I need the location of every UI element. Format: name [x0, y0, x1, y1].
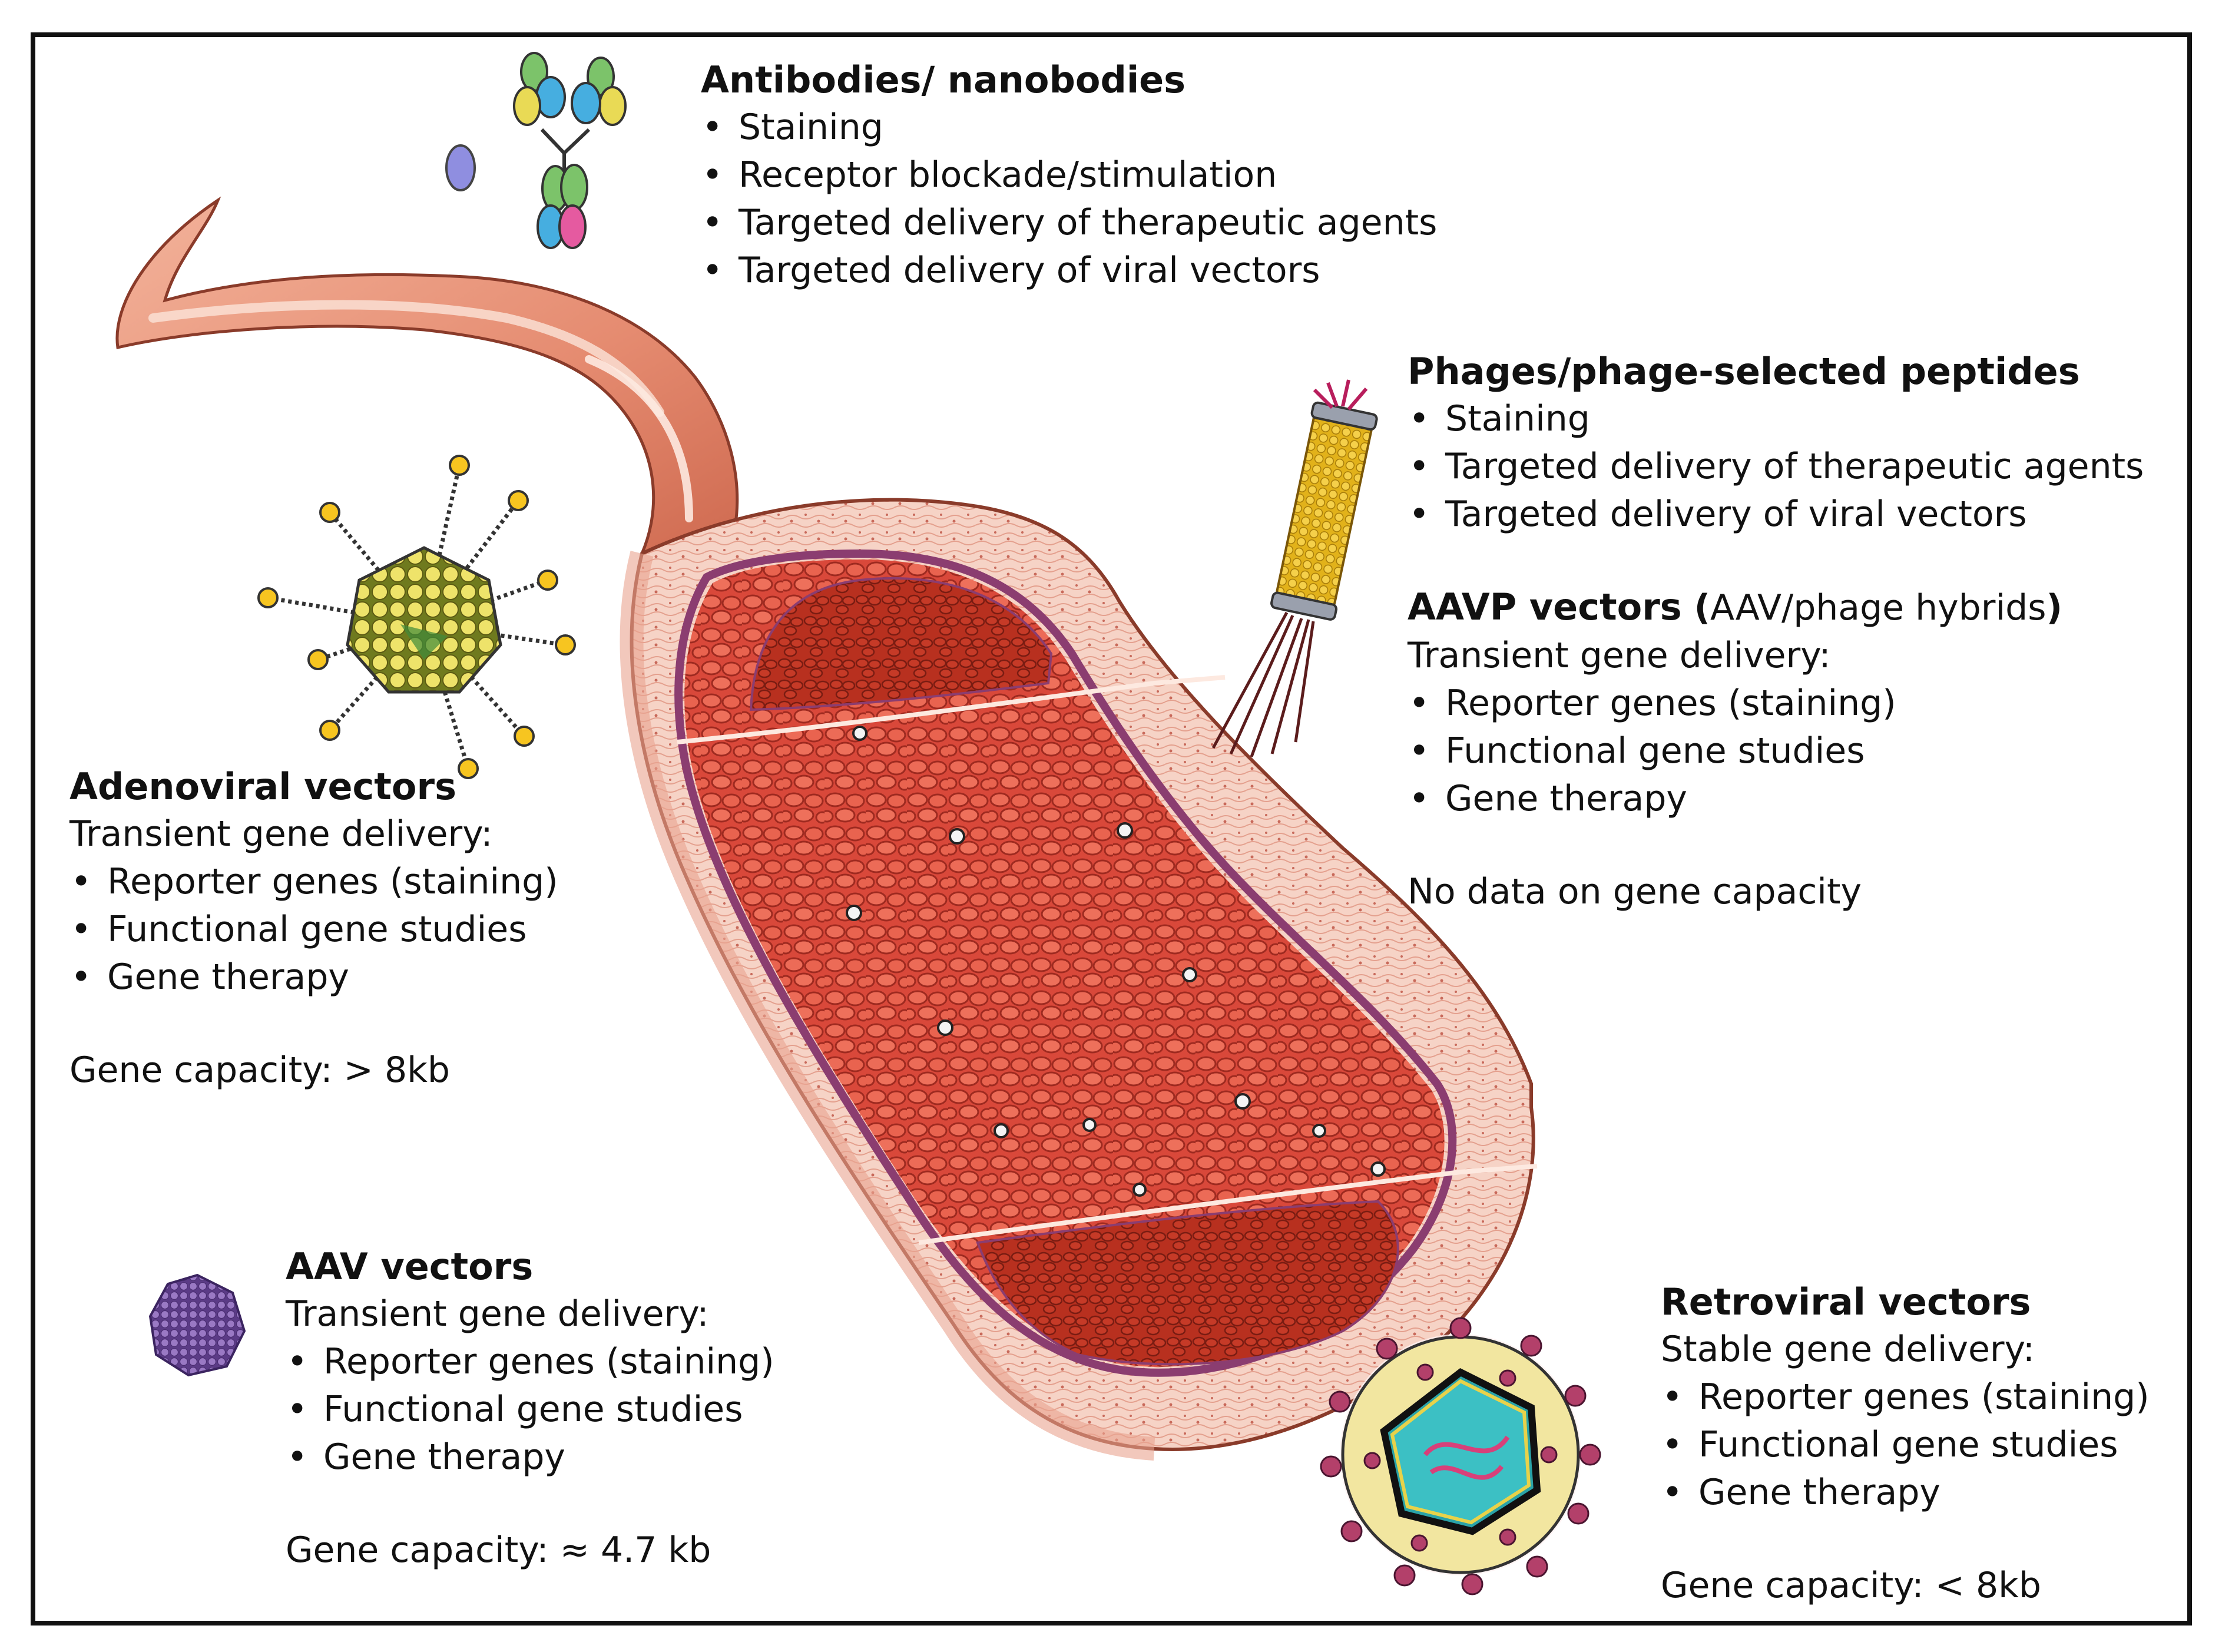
phages-block: Phages/phage-selected peptides Staining …: [1408, 347, 2144, 538]
list-item: Targeted delivery of therapeutic agents: [701, 199, 1437, 247]
list-item: Reporter genes (staining): [1408, 680, 2062, 727]
nanobody-icon: [445, 144, 476, 191]
adenovirus-icon: [257, 455, 576, 779]
adenoviral-block: Adenoviral vectors Transient gene delive…: [69, 763, 558, 1094]
aavp-title: AAVP vectors (AAV/phage hybrids): [1408, 583, 2062, 632]
aav-capsid-icon: [148, 1273, 246, 1377]
list-item: Targeted delivery of viral vectors: [1408, 491, 2144, 538]
spacer: [286, 1481, 774, 1527]
retroviral-block: Retroviral vectors Stable gene delivery:…: [1661, 1278, 2150, 1610]
aavp-subtitle: Transient gene delivery:: [1408, 635, 1831, 676]
retroviral-capacity: Gene capacity: < 8kb: [1661, 1565, 2041, 1606]
antibodies-title: Antibodies/ nanobodies: [701, 58, 1186, 101]
aavp-title-paren-close: ): [2046, 587, 2062, 628]
list-item: Gene therapy: [69, 954, 558, 1001]
retroviral-title: Retroviral vectors: [1661, 1280, 2031, 1323]
phages-list: Staining Targeted delivery of therapeuti…: [1408, 395, 2144, 538]
spacer: [1661, 1517, 2150, 1562]
list-item: Functional gene studies: [69, 906, 558, 954]
antibody-icon: [513, 52, 627, 249]
aav-capacity: Gene capacity: ≈ 4.7 kb: [286, 1529, 711, 1571]
antibodies-block: Antibodies/ nanobodies Staining Receptor…: [701, 56, 1437, 294]
list-item: Staining: [1408, 395, 2144, 443]
adenoviral-subtitle: Transient gene delivery:: [69, 813, 493, 855]
adenoviral-capacity: Gene capacity: > 8kb: [69, 1050, 450, 1091]
spacer: [1408, 823, 2062, 868]
list-item: Gene therapy: [1408, 775, 2062, 823]
aav-subtitle: Transient gene delivery:: [286, 1293, 709, 1335]
list-item: Targeted delivery of viral vectors: [701, 247, 1437, 294]
blood-vessel-illustration: [620, 498, 1538, 1461]
retrovirus-icon: [1320, 1317, 1601, 1595]
aavp-block: AAVP vectors (AAV/phage hybrids) Transie…: [1408, 583, 2062, 916]
list-item: Gene therapy: [286, 1434, 774, 1481]
aav-list: Reporter genes (staining) Functional gen…: [286, 1338, 774, 1481]
list-item: Reporter genes (staining): [69, 858, 558, 906]
list-item: Reporter genes (staining): [1661, 1373, 2150, 1421]
adenoviral-list: Reporter genes (staining) Functional gen…: [69, 858, 558, 1001]
aav-title: AAV vectors: [286, 1245, 534, 1288]
aavp-list: Reporter genes (staining) Functional gen…: [1408, 680, 2062, 823]
list-item: Functional gene studies: [1408, 727, 2062, 775]
aavp-title-normal: AAV/phage hybrids: [1710, 587, 2047, 628]
antibodies-list: Staining Receptor blockade/stimulation T…: [701, 104, 1437, 294]
phage-icon: [1211, 379, 1378, 757]
aav-block: AAV vectors Transient gene delivery: Rep…: [286, 1243, 774, 1574]
retroviral-list: Reporter genes (staining) Functional gen…: [1661, 1373, 2150, 1517]
retroviral-subtitle: Stable gene delivery:: [1661, 1329, 2035, 1370]
list-item: Targeted delivery of therapeutic agents: [1408, 443, 2144, 491]
aavp-capacity: No data on gene capacity: [1408, 871, 1862, 912]
adenoviral-title: Adenoviral vectors: [69, 765, 456, 808]
list-item: Reporter genes (staining): [286, 1338, 774, 1386]
vessel-tail: [115, 196, 739, 555]
phages-title: Phages/phage-selected peptides: [1408, 350, 2080, 393]
spacer: [69, 1001, 558, 1047]
list-item: Functional gene studies: [1661, 1421, 2150, 1469]
list-item: Gene therapy: [1661, 1469, 2150, 1517]
aavp-title-bold: AAVP vectors: [1408, 585, 1682, 628]
list-item: Receptor blockade/stimulation: [701, 151, 1437, 199]
list-item: Staining: [701, 104, 1437, 151]
aavp-title-paren-open: (: [1681, 587, 1711, 628]
list-item: Functional gene studies: [286, 1386, 774, 1434]
